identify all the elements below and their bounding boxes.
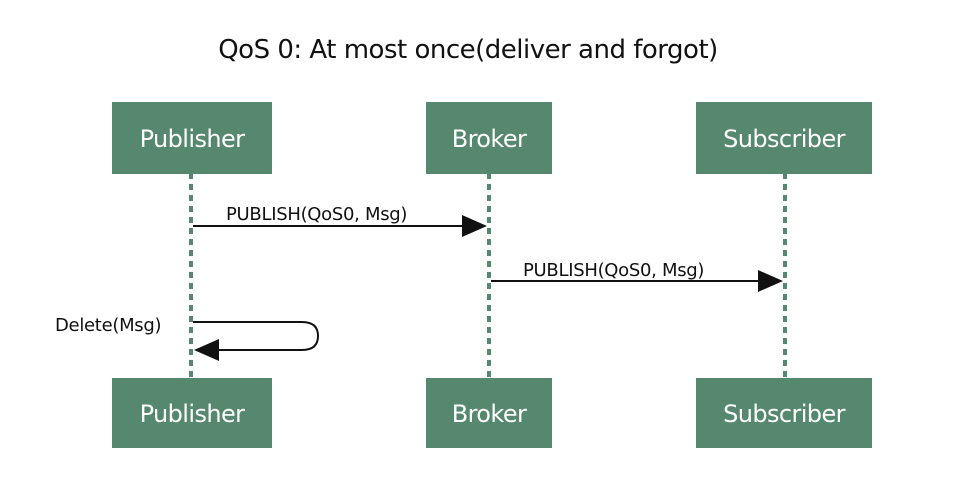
participant-subscriber-top: Subscriber — [696, 102, 872, 174]
participant-label: Publisher — [140, 125, 246, 153]
participant-publisher-bottom: Publisher — [112, 378, 272, 448]
message-label: PUBLISH(QoS0, Msg) — [226, 204, 407, 225]
participant-label: Subscriber — [723, 400, 846, 428]
participant-broker-bottom: Broker — [426, 378, 552, 448]
participant-broker-top: Broker — [426, 102, 552, 174]
message-publish-to-subscriber: PUBLISH(QoS0, Msg) — [491, 260, 783, 292]
diagram-title: QoS 0: At most once(deliver and forgot) — [218, 35, 718, 65]
message-self-delete: Delete(Msg) — [55, 315, 320, 361]
message-publish-to-broker: PUBLISH(QoS0, Msg) — [193, 204, 487, 237]
participant-label: Broker — [452, 125, 527, 153]
arrowhead-icon — [194, 339, 219, 361]
participant-label: Broker — [452, 400, 527, 428]
message-label: Delete(Msg) — [55, 315, 161, 336]
participant-publisher-top: Publisher — [112, 102, 272, 174]
participant-label: Subscriber — [723, 125, 846, 153]
arrowhead-icon — [758, 270, 783, 292]
participant-label: Publisher — [140, 400, 246, 428]
arrowhead-icon — [462, 215, 487, 237]
message-label: PUBLISH(QoS0, Msg) — [523, 260, 704, 281]
participant-subscriber-bottom: Subscriber — [696, 378, 872, 448]
self-call-arrow — [193, 321, 320, 351]
